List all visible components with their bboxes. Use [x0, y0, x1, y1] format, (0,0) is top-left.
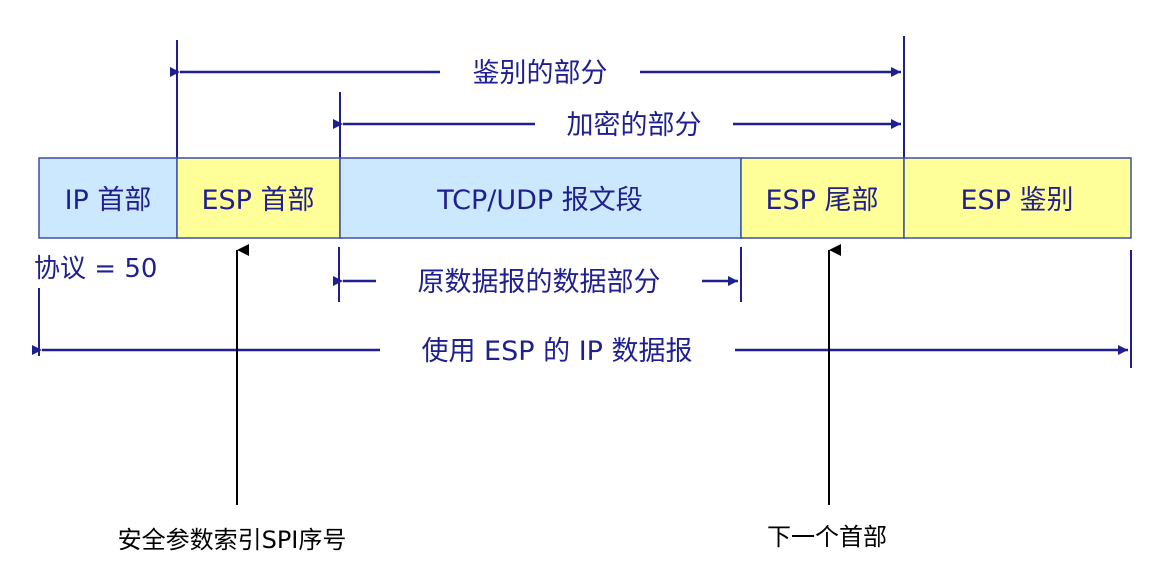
span-original-data: 原数据报的数据部分	[333, 267, 738, 298]
span-original-data-label: 原数据报的数据部分	[418, 267, 661, 298]
pointer-esp-header-label: 安全参数索引SPI序号	[118, 526, 347, 554]
pointer-esp-trailer-label: 下一个首部	[767, 523, 887, 551]
span-authenticated: 鉴别的部分	[170, 58, 901, 89]
span-encrypted: 加密的部分	[333, 110, 901, 141]
segment-esp-trailer	[740, 157, 905, 239]
segment-esp-auth-label: ESP 鉴别	[960, 185, 1073, 216]
boundary-ticks	[38, 36, 1132, 368]
segment-esp-trailer-label: ESP 尾部	[765, 185, 878, 216]
protocol-note: 协议 = 50	[34, 254, 157, 284]
segment-ip-header	[38, 157, 178, 239]
span-authenticated-label: 鉴别的部分	[473, 58, 608, 89]
span-encrypted-label: 加密的部分	[567, 110, 702, 141]
pointer-esp-header: 安全参数索引SPI序号	[118, 244, 347, 554]
segment-esp-auth	[903, 157, 1132, 239]
span-esp-datagram-label: 使用 ESP 的 IP 数据报	[421, 336, 692, 367]
segment-tcp-udp	[339, 157, 742, 239]
segment-esp-header	[176, 157, 341, 239]
pointer-esp-trailer: 下一个首部	[767, 244, 887, 551]
segment-esp-header-label: ESP 首部	[201, 185, 314, 216]
span-esp-datagram: 使用 ESP 的 IP 数据报	[32, 336, 1128, 367]
segment-tcp-udp-label: TCP/UDP 报文段	[436, 185, 643, 216]
segment-ip-header-label: IP 首部	[65, 185, 152, 216]
packet-segments: IP 首部 ESP 首部 TCP/UDP 报文段 ESP 尾部 ESP 鉴别	[38, 157, 1132, 239]
